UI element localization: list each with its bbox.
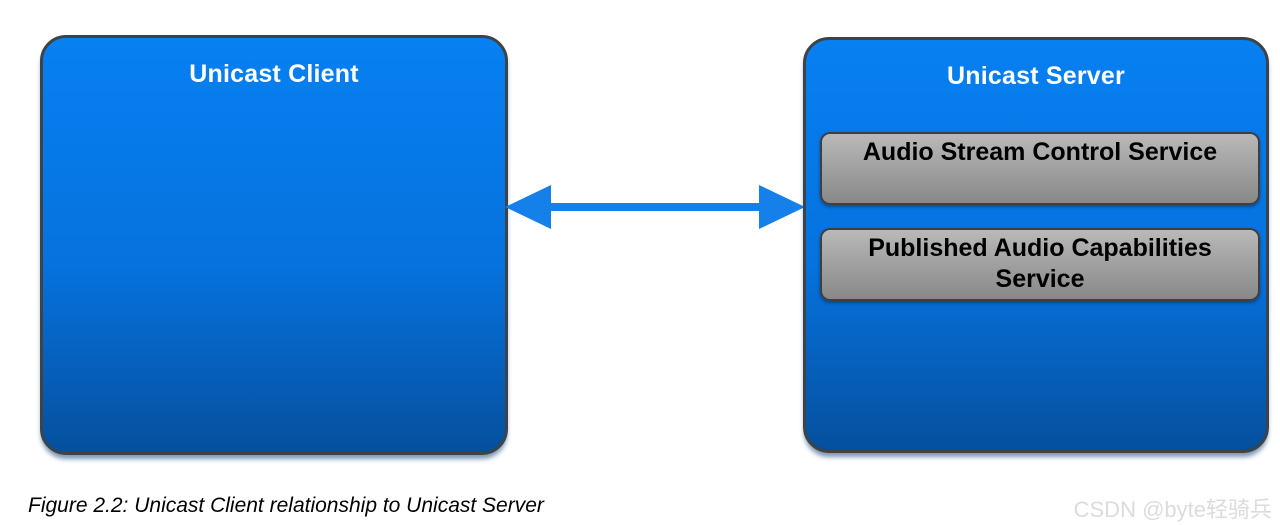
watermark-text: CSDN @byte轻骑兵 — [1073, 497, 1272, 522]
figure-caption: Figure 2.2: Unicast Client relationship … — [28, 494, 544, 517]
unicast-server-box: Unicast Server Audio Stream Control Serv… — [803, 37, 1269, 453]
unicast-client-title: Unicast Client — [189, 60, 359, 88]
unicast-client-box: Unicast Client — [40, 35, 508, 455]
published-audio-capabilities-service-box: Published Audio Capabilities Service — [820, 228, 1260, 301]
bidirectional-arrow-icon — [505, 185, 805, 229]
unicast-server-title: Unicast Server — [947, 62, 1125, 90]
audio-stream-control-service-box: Audio Stream Control Service — [820, 132, 1260, 205]
